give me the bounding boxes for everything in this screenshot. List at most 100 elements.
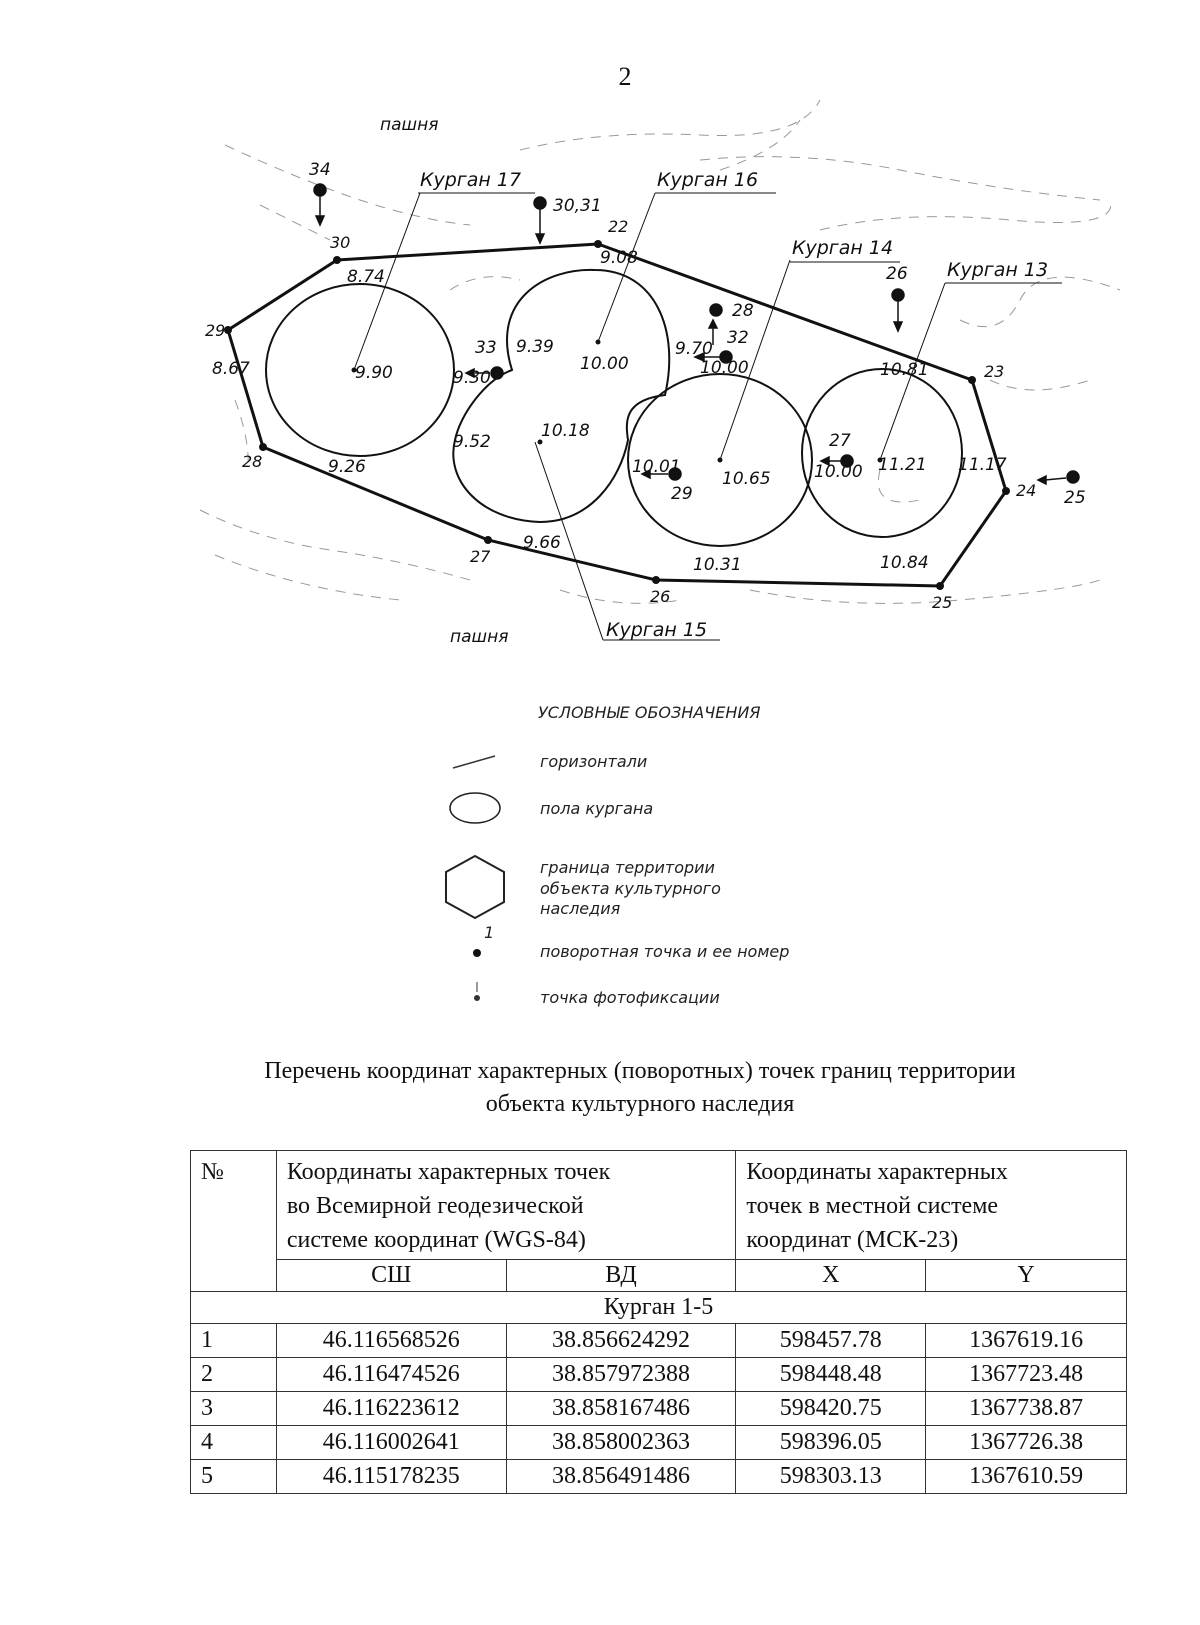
boundary-point-23: 23 bbox=[984, 362, 1004, 381]
photo-point-27: 27 bbox=[829, 431, 851, 451]
elevation-label: 9.70 bbox=[675, 339, 713, 359]
boundary-point-30: 30 bbox=[330, 233, 350, 252]
hexagon-icon bbox=[445, 854, 505, 920]
mound-outlines bbox=[265, 268, 963, 547]
area-label-top: пашня bbox=[380, 115, 438, 135]
photo-point-29: 29 bbox=[671, 484, 693, 504]
boundary-point-22: 22 bbox=[608, 217, 628, 236]
table-row: 5 46.115178235 38.856491486 598303.13 13… bbox=[190, 1459, 1127, 1494]
elevation-label: 10.84 bbox=[880, 553, 929, 573]
cell-lat: 46.116223612 bbox=[275, 1391, 507, 1426]
elevation-label: 9.90 bbox=[355, 363, 393, 383]
cell-lon: 38.857972388 bbox=[505, 1357, 737, 1392]
legend-title: УСЛОВНЫЕ ОБОЗНАЧЕНИЯ bbox=[538, 703, 760, 722]
mound-14 bbox=[627, 373, 813, 547]
cell-lat: 46.116568526 bbox=[275, 1323, 507, 1358]
kurgan-leader-lines bbox=[353, 192, 1062, 641]
cell-lat: 46.115178235 bbox=[275, 1459, 507, 1494]
elevation-label: 9.08 bbox=[600, 248, 638, 268]
boundary-point-29: 29 bbox=[205, 321, 225, 340]
elevation-label: 10.00 bbox=[580, 354, 629, 374]
document-title-line2: объекта культурного наследия bbox=[485, 1091, 795, 1117]
cell-x: 598396.05 bbox=[735, 1425, 927, 1460]
group-label: Курган 1-5 bbox=[190, 1291, 1127, 1324]
elevation-label: 10.01 bbox=[632, 457, 681, 477]
contour-lines bbox=[199, 99, 1121, 604]
boundary-point-26: 26 bbox=[650, 587, 670, 606]
header-msk-line3: координат (МСК-23) bbox=[746, 1227, 959, 1253]
elevation-label: 9.30 bbox=[453, 368, 491, 388]
contour-line-icon bbox=[452, 755, 496, 769]
mound-16-15 bbox=[452, 268, 671, 524]
elevation-label: 10.81 bbox=[880, 360, 929, 380]
cell-no: 1 bbox=[190, 1323, 277, 1358]
header-number: № bbox=[190, 1150, 277, 1292]
photo-point-28: 28 bbox=[732, 301, 754, 321]
cell-lon: 38.856491486 bbox=[505, 1459, 737, 1494]
header-wgs-line1: Координаты характерных точек bbox=[286, 1159, 611, 1185]
legend-item-boundary-line1: граница территории bbox=[540, 858, 715, 877]
kurgan-17-label: Курган 17 bbox=[420, 169, 521, 191]
cell-y: 1367726.38 bbox=[925, 1425, 1127, 1460]
mound-centre-marks bbox=[351, 339, 883, 463]
elevation-label: 10.31 bbox=[693, 555, 742, 575]
site-plan: пашня пашня Курган 17 Курган 16 Курган 1… bbox=[199, 99, 1121, 1007]
boundary-point-28: 28 bbox=[242, 452, 262, 471]
photo-point-34: 34 bbox=[309, 160, 331, 180]
cell-no: 2 bbox=[190, 1357, 277, 1392]
kurgan-15-label: Курган 15 bbox=[606, 619, 707, 641]
coordinates-table: № Координаты характерных точек во Всемир… bbox=[190, 1150, 1127, 1494]
legend-item-mound: пола кургана bbox=[540, 799, 653, 818]
table-row: 4 46.116002641 38.858002363 598396.05 13… bbox=[190, 1425, 1127, 1460]
elevation-label: 9.66 bbox=[523, 533, 561, 553]
elevation-label: 8.67 bbox=[212, 359, 250, 379]
subheader-y: Y bbox=[925, 1259, 1127, 1292]
photo-points bbox=[313, 183, 1080, 486]
elevation-label: 9.26 bbox=[328, 457, 366, 477]
boundary-point-24: 24 bbox=[1016, 481, 1036, 500]
elevation-label: 11.17 bbox=[958, 455, 1007, 475]
elevation-label: 10.00 bbox=[700, 358, 749, 378]
photo-point-30-31: 30,31 bbox=[553, 196, 602, 216]
document-title: Перечень координат характерных (поворотн… bbox=[150, 1055, 1130, 1121]
subheader-lon: ВД bbox=[505, 1259, 737, 1292]
photo-point-icon bbox=[474, 982, 480, 1001]
document-title-line1: Перечень координат характерных (поворотн… bbox=[264, 1058, 1016, 1084]
cell-y: 1367723.48 bbox=[925, 1357, 1127, 1392]
header-msk-line1: Координаты характерных bbox=[746, 1159, 1008, 1185]
photo-point-33: 33 bbox=[475, 338, 497, 358]
cell-lon: 38.856624292 bbox=[505, 1323, 737, 1358]
kurgan-14-label: Курган 14 bbox=[792, 237, 893, 259]
photo-point-32: 32 bbox=[727, 328, 749, 348]
turning-point-icon bbox=[473, 949, 481, 957]
elevation-label: 10.00 bbox=[814, 462, 863, 482]
cell-lat: 46.116002641 bbox=[275, 1425, 507, 1460]
legend-item-contours: горизонтали bbox=[540, 752, 647, 771]
photo-point-26: 26 bbox=[886, 264, 908, 284]
cell-lon: 38.858002363 bbox=[505, 1425, 737, 1460]
subheader-lat: СШ bbox=[275, 1259, 507, 1292]
table-row: 3 46.116223612 38.858167486 598420.75 13… bbox=[190, 1391, 1127, 1426]
header-wgs-line2: во Всемирной геодезической bbox=[286, 1193, 584, 1219]
cell-lat: 46.116474526 bbox=[275, 1357, 507, 1392]
elevation-label: 10.65 bbox=[722, 469, 771, 489]
mound-17 bbox=[265, 283, 455, 457]
elevation-label: 9.39 bbox=[516, 337, 554, 357]
boundary-point-27: 27 bbox=[470, 547, 491, 566]
legend-item-photo-point: точка фотофиксации bbox=[540, 988, 720, 1007]
ellipse-icon bbox=[449, 792, 501, 824]
area-label-bottom: пашня bbox=[450, 627, 508, 647]
legend-item-turning-point: поворотная точка и ее номер bbox=[540, 942, 789, 961]
kurgan-16-label: Курган 16 bbox=[657, 169, 758, 191]
mound-13 bbox=[801, 368, 963, 538]
boundary-polygon bbox=[226, 242, 1008, 588]
turning-point-number: 1 bbox=[484, 923, 494, 942]
cell-y: 1367738.87 bbox=[925, 1391, 1127, 1426]
cell-no: 3 bbox=[190, 1391, 277, 1426]
legend-item-boundary-line3: наследия bbox=[540, 899, 621, 918]
header-wgs: Координаты характерных точек во Всемирно… bbox=[275, 1150, 737, 1260]
boundary-point-25: 25 bbox=[932, 593, 952, 612]
header-msk: Координаты характерных точек в местной с… bbox=[735, 1150, 1127, 1260]
elevation-label: 8.74 bbox=[347, 267, 385, 287]
cell-lon: 38.858167486 bbox=[505, 1391, 737, 1426]
